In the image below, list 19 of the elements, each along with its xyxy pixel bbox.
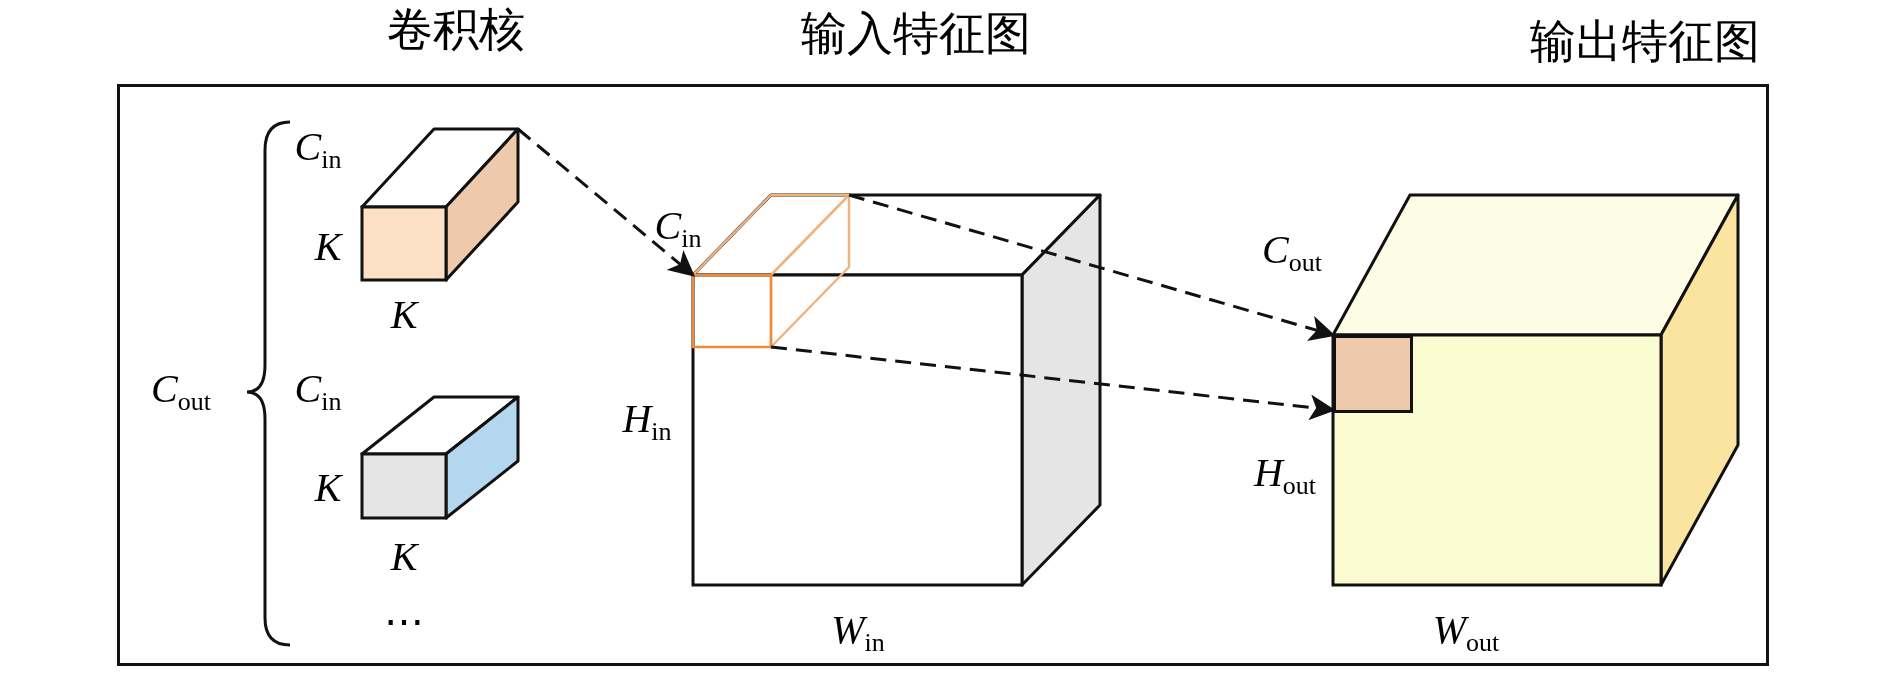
dimension-label: K: [390, 537, 418, 577]
dimension-label: W$_{out}$: [1432, 610, 1500, 656]
heading: 输入特征图: [801, 11, 1031, 57]
heading: 卷积核: [387, 7, 525, 53]
dashed-arrow: [848, 193, 1336, 341]
dimension-label: K: [314, 227, 342, 267]
dimension-label: K: [390, 295, 418, 335]
dashed-arrow: [517, 127, 695, 277]
ellipsis: ⋯: [384, 602, 424, 642]
heading: 输出特征图: [1530, 19, 1760, 65]
dimension-label: C$_{in}$: [294, 369, 342, 415]
dimension-label: W$_{in}$: [831, 610, 885, 656]
dimension-label: C$_{in}$: [654, 206, 702, 252]
dimension-label: H$_{out}$: [1253, 453, 1317, 499]
dimension-label: H$_{in}$: [622, 399, 672, 445]
dimension-label: C$_{out}$: [151, 369, 211, 415]
dimension-label: C$_{in}$: [294, 127, 342, 173]
dimension-label: K: [314, 468, 342, 508]
dimension-label: C$_{out}$: [1262, 230, 1322, 276]
